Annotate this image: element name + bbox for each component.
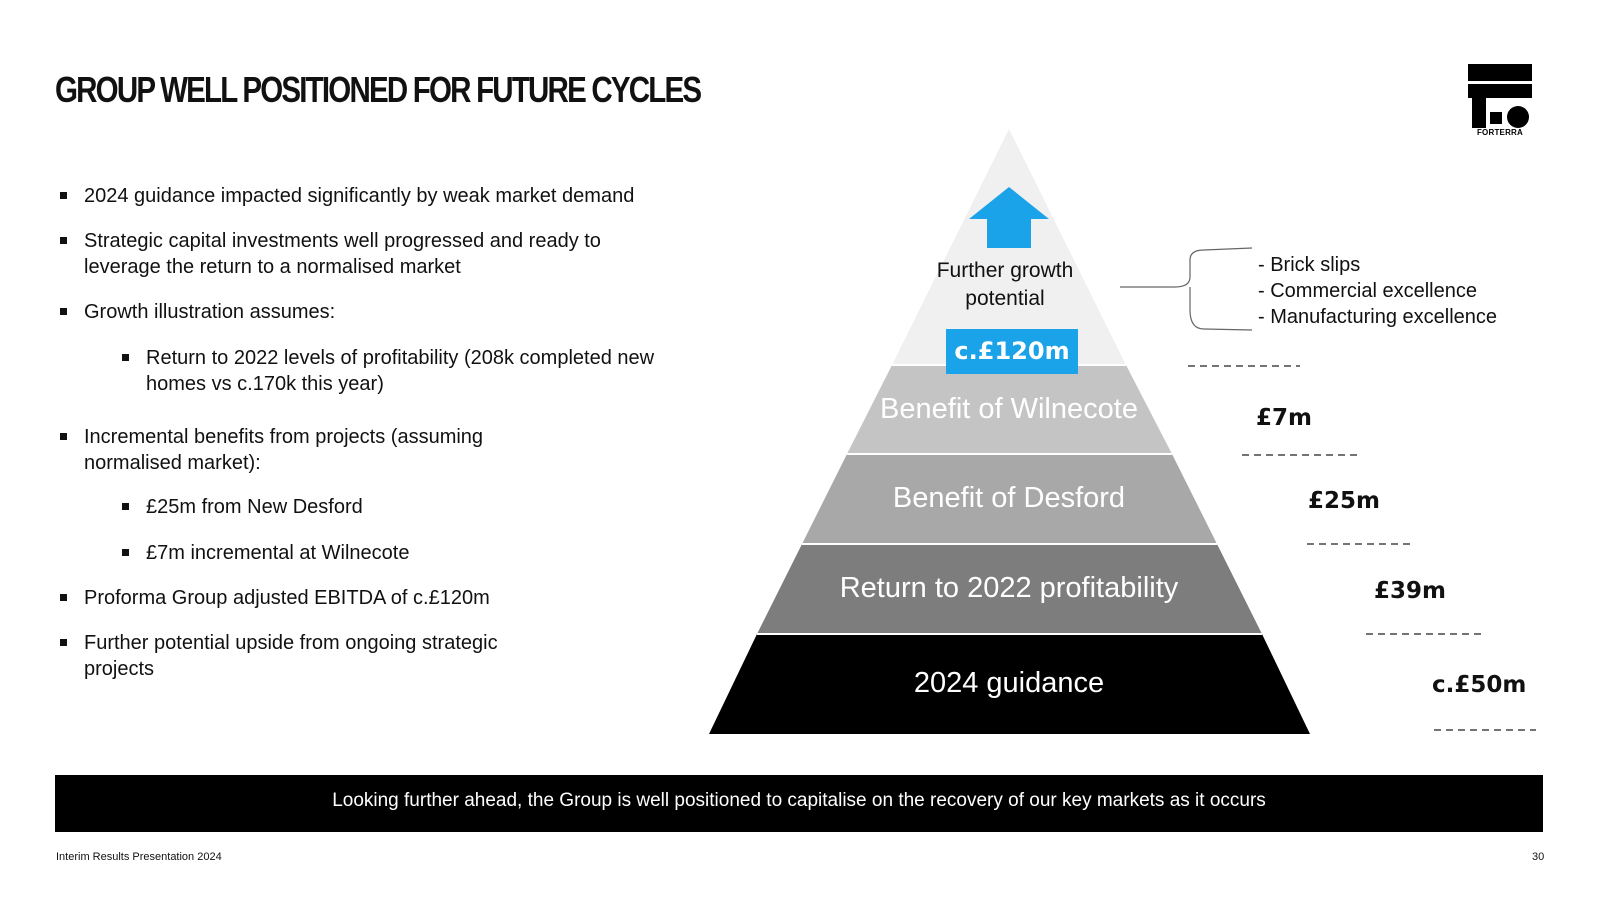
bullet-marker [60,237,67,244]
bullet-item: Proforma Group adjusted EBITDA of c.£120… [58,585,708,611]
tier-label-guidance: 2024 guidance [913,667,1105,699]
sub-bullet-item: £7m incremental at Wilnecote [120,540,770,566]
growth-drivers-list: - Brick slips - Commercial excellence - … [1258,252,1497,330]
bullet-marker [60,308,67,315]
sub-bullet-item: Return to 2022 levels of profitability (… [120,345,720,397]
conclusion-banner: Looking further ahead, the Group is well… [55,775,1543,832]
bullet-marker [60,433,67,440]
bullet-text: 2024 guidance impacted significantly by … [84,185,635,207]
driver-item: - Manufacturing excellence [1258,306,1498,328]
bullet-text: £7m incremental at Wilnecote [146,542,410,564]
bullet-text: Incremental benefits from projects (assu… [84,426,484,474]
page-number: 30 [1532,851,1545,863]
sub-bullet-item: £25m from New Desford [120,494,770,520]
bullet-text: Further potential upside from ongoing st… [84,632,498,680]
bullet-text: Strategic capital investments well progr… [84,230,601,278]
bullet-item: Strategic capital investments well progr… [58,228,708,280]
drivers-bracket [1120,247,1253,331]
logo-wordmark: FORTERRA [1476,128,1524,137]
driver-item: - Brick slips [1258,254,1361,276]
bullet-marker [60,594,67,601]
tier-label-wilnecote: Benefit of Wilnecote [880,393,1138,425]
bullet-marker [122,354,129,361]
bullet-text: Growth illustration assumes: [84,301,336,323]
bullet-text: Return to 2022 levels of profitability (… [146,347,655,395]
bullet-item: 2024 guidance impacted significantly by … [58,183,708,209]
tier-amount-desford: £25m [1308,488,1380,514]
pyramid-tier-desford [802,454,1217,544]
pyramid-tier-guidance [709,634,1310,734]
bullet-marker [60,192,67,199]
tier-label-2022: Return to 2022 profitability [839,572,1179,604]
bullet-text: £25m from New Desford [146,496,363,518]
bullet-text: Proforma Group adjusted EBITDA of c.£120… [84,587,490,609]
slide-title: GROUP WELL POSITIONED FOR FUTURE CYCLES [55,69,702,110]
tier-divider-lines [1188,365,1536,731]
driver-item: - Commercial excellence [1258,280,1477,302]
bullet-item: Further potential upside from ongoing st… [58,630,708,682]
bullet-marker [60,639,67,646]
footer-presentation-title: Interim Results Presentation 2024 [56,851,222,863]
tier-amount-wilnecote: £7m [1256,405,1312,431]
tier-amount-guidance: c.£50m [1432,672,1527,698]
tier-label-desford: Benefit of Desford [892,482,1126,514]
bullet-item: Incremental benefits from projects (assu… [58,424,708,476]
total-value-badge: c.£120m [946,329,1078,374]
pyramid-tier-2022 [757,544,1262,634]
further-growth-label: Further growth potential [936,259,1074,310]
bullet-marker [122,503,129,510]
pyramid-tier-wilnecote [847,365,1172,454]
forterra-logo [1468,64,1532,128]
bullet-marker [122,549,129,556]
bullet-item: Growth illustration assumes: [58,299,708,325]
tier-amount-2022: £39m [1374,578,1446,604]
up-arrow-icon [969,187,1049,248]
